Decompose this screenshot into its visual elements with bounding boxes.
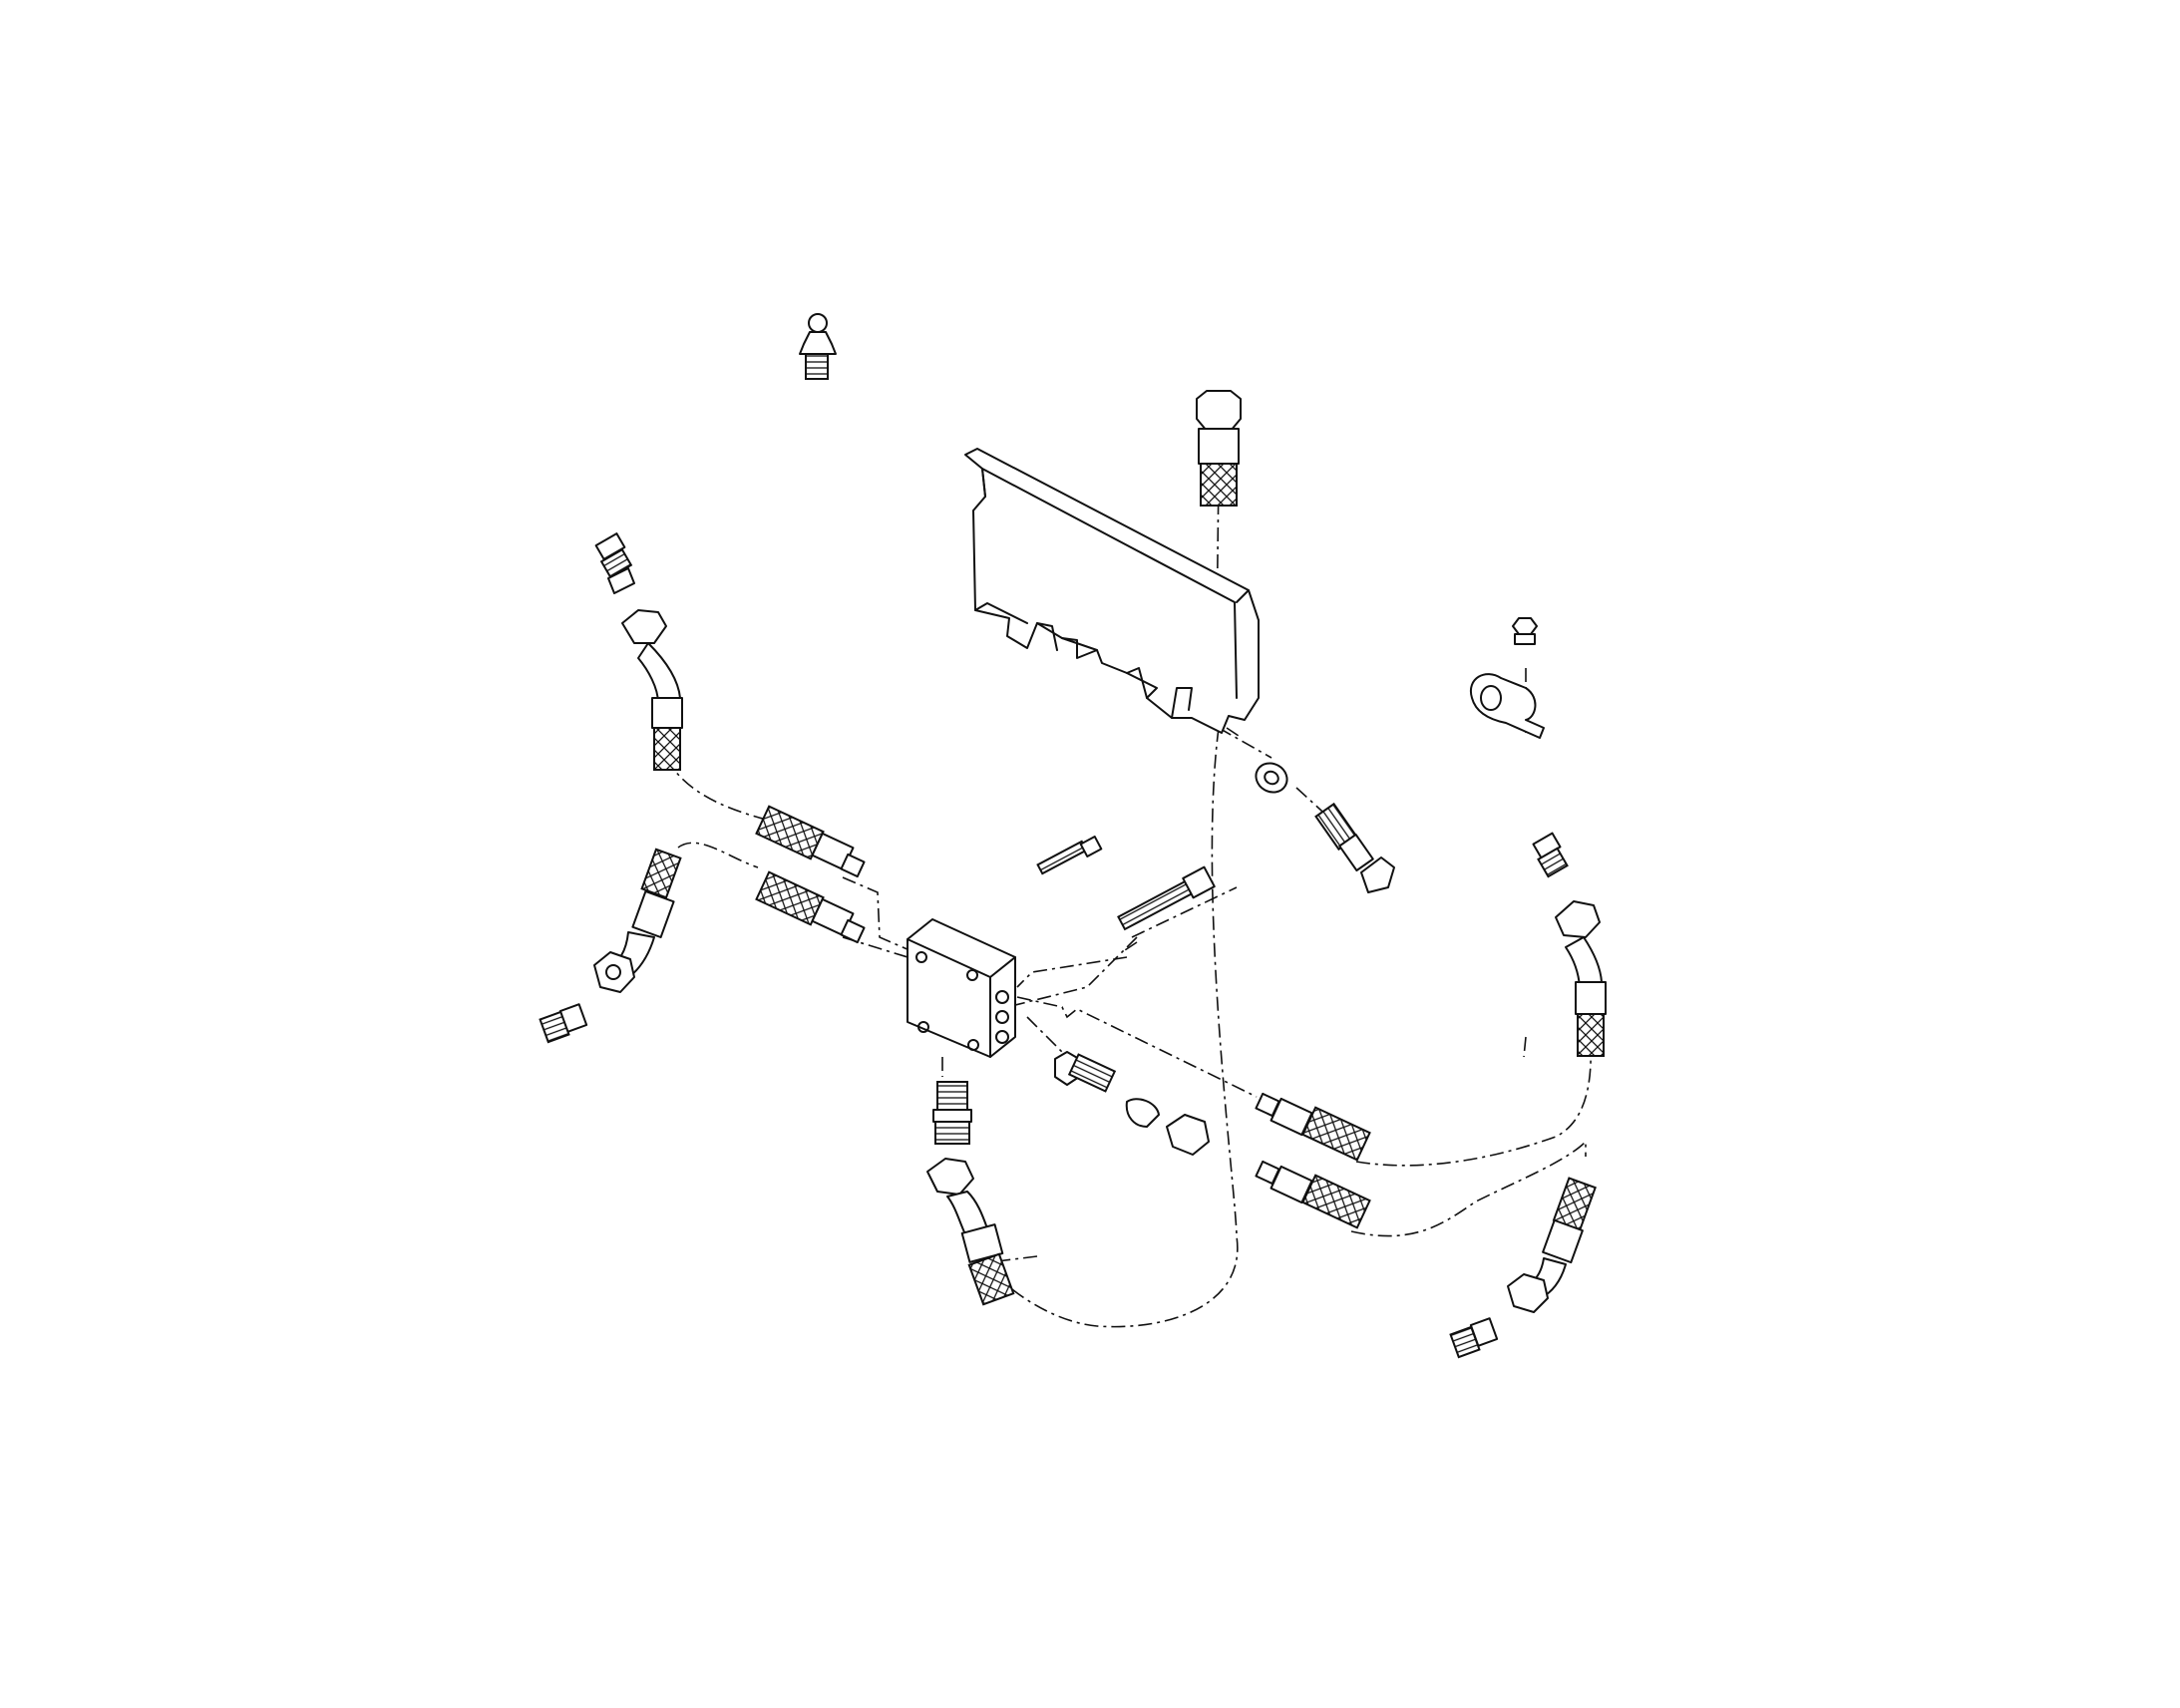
elbow-hose-upper-right: [1532, 832, 1607, 1057]
socket-screws: [1036, 836, 1216, 931]
elbow-hose-lower-right: [1449, 1177, 1597, 1359]
p-clamp-nut: [1469, 617, 1545, 739]
grease-nipple-top: [799, 313, 837, 380]
elbow-hose-lower-center: [926, 1158, 1015, 1306]
block-fittings: [932, 1051, 1210, 1156]
straight-hoses-left: [755, 805, 866, 944]
elbow-hose-upper-left: [594, 532, 683, 771]
straight-hose-top: [1196, 390, 1242, 507]
elbow-hose-lower-left: [539, 848, 682, 1044]
shield-plate: [964, 448, 1260, 734]
washer-bolt: [1255, 762, 1395, 893]
straight-hoses-right: [1255, 1092, 1371, 1229]
distribution-block: [907, 918, 1016, 1058]
